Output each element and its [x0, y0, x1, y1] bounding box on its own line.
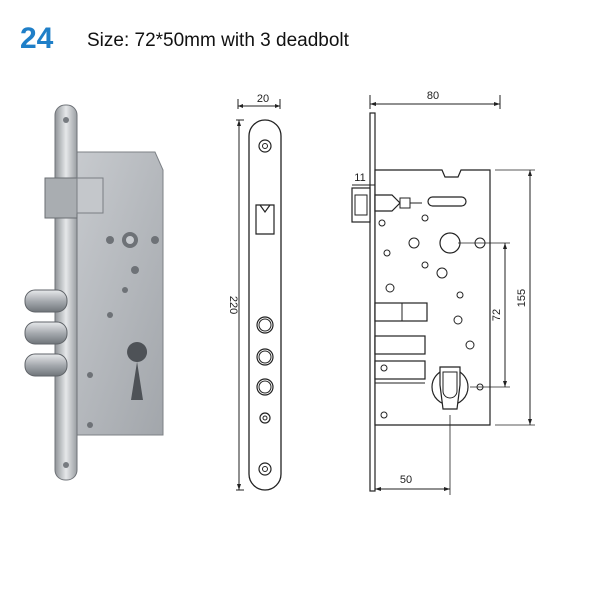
backset-dim: 50 [400, 474, 412, 486]
height-dim: 155 [516, 289, 528, 307]
header: 24 Size: 72*50mm with 3 deadbolt [0, 0, 600, 70]
total-width-dim: 80 [427, 90, 439, 102]
faceplate-drawing: 20 220 [225, 85, 310, 505]
size-description: Size: 72*50mm with 3 deadbolt [87, 30, 349, 51]
lock-photo [15, 100, 195, 500]
faceplate-width-dim: 20 [257, 93, 269, 105]
center-dim: 72 [491, 309, 503, 321]
side-drawing: 80 11 [330, 85, 600, 505]
model-number: 24 [20, 22, 54, 55]
faceplate-height-dim: 220 [227, 296, 239, 314]
bolt-dim: 11 [354, 172, 365, 184]
